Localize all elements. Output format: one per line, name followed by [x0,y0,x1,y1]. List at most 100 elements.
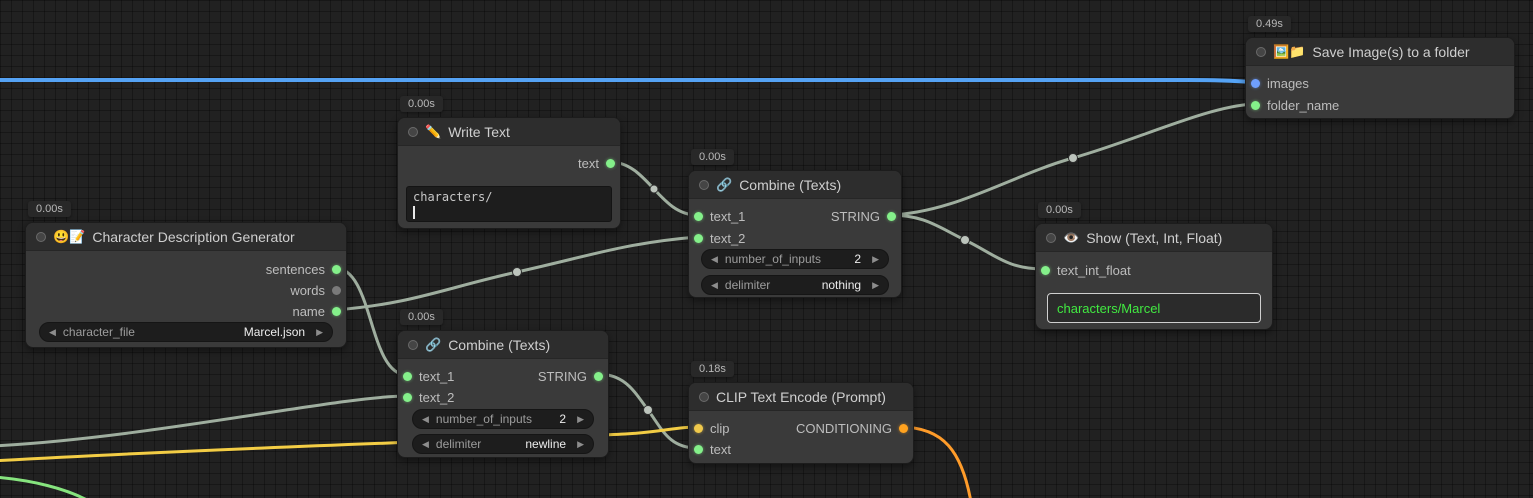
arrow-left-icon[interactable]: ◀ [49,326,56,337]
widget-value: nothing [821,278,862,292]
text-caret [413,206,415,219]
node-header[interactable]: CLIP Text Encode (Prompt) [689,383,913,411]
collapse-toggle[interactable] [1256,46,1266,57]
slot-label: text [578,155,599,171]
slot-label: name [292,303,325,319]
slot-label: folder_name [1267,97,1340,113]
input-slot-text: text [689,439,913,459]
arrow-left-icon[interactable]: ◀ [711,279,718,290]
node-character-description-generator[interactable]: 0.00s 😃📝 Character Description Generator… [25,201,347,348]
input-dot-text[interactable] [694,444,703,454]
arrow-left-icon[interactable]: ◀ [422,413,429,424]
slot-label: text_int_float [1057,262,1131,278]
widget-delimiter[interactable]: ◀ delimiter nothing ▶ [701,275,889,295]
widget-character-file[interactable]: ◀ character_file Marcel.json ▶ [39,322,333,342]
output-dot-words[interactable] [332,285,341,295]
node-header[interactable]: ✏️ Write Text [398,118,620,146]
input-dot-folder-name[interactable] [1251,100,1260,110]
output-slot-sentences: sentences [26,259,346,279]
input-slot-text1: text_1 STRING [689,206,901,226]
input-dot-clip[interactable] [694,423,703,433]
slot-label-string: STRING [830,208,880,224]
output-dot-text[interactable] [606,158,615,168]
widget-number-of-inputs[interactable]: ◀ number_of_inputs 2 ▶ [701,249,889,269]
timing-badge: 0.00s [1038,202,1081,218]
collapse-toggle[interactable] [1046,232,1056,243]
collapse-toggle[interactable] [699,391,709,402]
node-clip-text-encode[interactable]: 0.18s CLIP Text Encode (Prompt) clip CON… [688,361,914,464]
slot-label: text_1 [710,208,746,224]
node-title: Combine (Texts) [448,336,551,353]
output-dot-name[interactable] [332,306,341,316]
image-folder-icon: 🖼️📁 [1273,44,1306,59]
input-dot-text1[interactable] [694,211,703,221]
arrow-right-icon[interactable]: ▶ [577,413,584,424]
node-header[interactable]: 🔗 Combine (Texts) [398,331,608,359]
input-slot-text2: text_2 [689,228,901,248]
output-slot-words: words [26,280,346,300]
arrow-right-icon[interactable]: ▶ [872,279,879,290]
input-slot-clip: clip CONDITIONING [689,418,913,438]
show-value-box: characters/Marcel [1047,293,1261,323]
link-dot [1068,153,1078,163]
input-slot-text1: text_1 STRING [398,366,608,386]
node-header[interactable]: 🖼️📁 Save Image(s) to a folder [1246,38,1514,66]
slot-label-string: STRING [537,368,587,384]
collapse-toggle[interactable] [408,126,418,137]
node-title: Character Description Generator [92,228,295,245]
node-header[interactable]: 👁️ Show (Text, Int, Float) [1036,224,1272,252]
node-header[interactable]: 🔗 Combine (Texts) [689,171,901,199]
node-title: CLIP Text Encode (Prompt) [716,388,886,405]
link-icon: 🔗 [716,177,733,192]
timing-badge: 0.00s [691,149,734,165]
widget-name: number_of_inputs [724,252,821,266]
character-generator-icon: 😃📝 [53,229,86,244]
timing-badge: 0.18s [691,361,734,377]
collapse-toggle[interactable] [408,339,418,350]
slot-label: sentences [265,261,325,277]
textarea-content: characters/ [413,190,493,204]
output-dot-string[interactable] [594,371,603,381]
output-dot-string[interactable] [887,211,896,221]
node-header[interactable]: 😃📝 Character Description Generator [26,223,346,251]
arrow-right-icon[interactable]: ▶ [316,326,323,337]
link-sentences-to-combine [333,266,409,377]
widget-name: character_file [62,325,135,339]
node-combine-texts-bottom[interactable]: 0.00s 🔗 Combine (Texts) text_1 STRING te… [397,309,609,458]
output-dot-sentences[interactable] [332,264,341,274]
node-save-images-to-folder[interactable]: 0.49s 🖼️📁 Save Image(s) to a folder imag… [1245,16,1515,119]
node-write-text[interactable]: 0.00s ✏️ Write Text text characters/ [397,96,621,229]
input-dot-images[interactable] [1251,78,1260,88]
input-slot-text2: text_2 [398,387,608,407]
collapse-toggle[interactable] [36,231,46,242]
node-title: Combine (Texts) [739,176,842,193]
arrow-right-icon[interactable]: ▶ [577,438,584,449]
input-dot-text-int-float[interactable] [1041,265,1050,275]
node-show-text-int-float[interactable]: 0.00s 👁️ Show (Text, Int, Float) text_in… [1035,202,1273,330]
slot-label: words [290,282,325,298]
slot-label: text_1 [419,368,455,384]
node-title: Save Image(s) to a folder [1312,43,1470,60]
write-text-textarea[interactable]: characters/ [406,186,612,222]
node-combine-texts-top[interactable]: 0.00s 🔗 Combine (Texts) text_1 STRING te… [688,149,902,298]
link-icon: 🔗 [425,337,442,352]
arrow-right-icon[interactable]: ▶ [872,253,879,264]
widget-delimiter[interactable]: ◀ delimiter newline ▶ [412,434,594,454]
arrow-left-icon[interactable]: ◀ [422,438,429,449]
widget-name: delimiter [435,437,482,451]
widget-number-of-inputs[interactable]: ◀ number_of_inputs 2 ▶ [412,409,594,429]
link-green-corner [0,476,87,498]
input-dot-text1[interactable] [403,371,412,381]
link-dot [960,235,970,245]
pencil-icon: ✏️ [425,124,442,139]
output-dot-conditioning[interactable] [899,423,908,433]
input-dot-text2[interactable] [403,392,412,402]
widget-name: number_of_inputs [435,412,532,426]
collapse-toggle[interactable] [699,179,709,190]
input-dot-text2[interactable] [694,233,703,243]
eye-icon: 👁️ [1063,230,1080,245]
link-left-to-combine-text2 [0,394,409,448]
timing-badge: 0.00s [400,96,443,112]
arrow-left-icon[interactable]: ◀ [711,253,718,264]
